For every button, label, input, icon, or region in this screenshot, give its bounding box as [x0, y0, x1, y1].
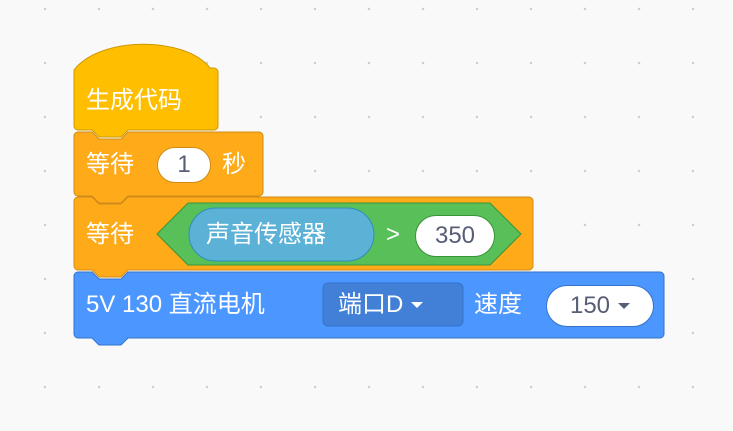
wait-until-label: 等待 [86, 221, 134, 248]
port-value: 端口D [338, 291, 404, 318]
speed-label: 速度 [474, 291, 522, 318]
threshold-input[interactable]: 350 [415, 215, 495, 257]
wait-label: 等待 [86, 151, 134, 178]
wait-seconds-input[interactable]: 1 [157, 147, 211, 183]
speed-value: 150 [569, 292, 611, 319]
speed-dropdown[interactable]: 150 [546, 285, 654, 327]
port-dropdown-bg [322, 282, 464, 327]
hat-label: 生成代码 [86, 87, 182, 114]
port-dropdown[interactable]: 端口D [338, 290, 424, 320]
greater-than-operator: > [386, 221, 401, 248]
threshold-value: 350 [434, 222, 476, 249]
sound-sensor-reporter[interactable] [188, 207, 375, 262]
seconds-unit-label: 秒 [222, 151, 246, 178]
wait-seconds-value: 1 [177, 151, 191, 178]
hat-block[interactable] [73, 43, 219, 138]
dropdown-arrow-icon [618, 303, 631, 309]
sound-sensor-label: 声音传感器 [206, 221, 326, 248]
motor-label: 5V 130 直流电机 [86, 291, 265, 318]
dropdown-arrow-icon [411, 302, 424, 308]
